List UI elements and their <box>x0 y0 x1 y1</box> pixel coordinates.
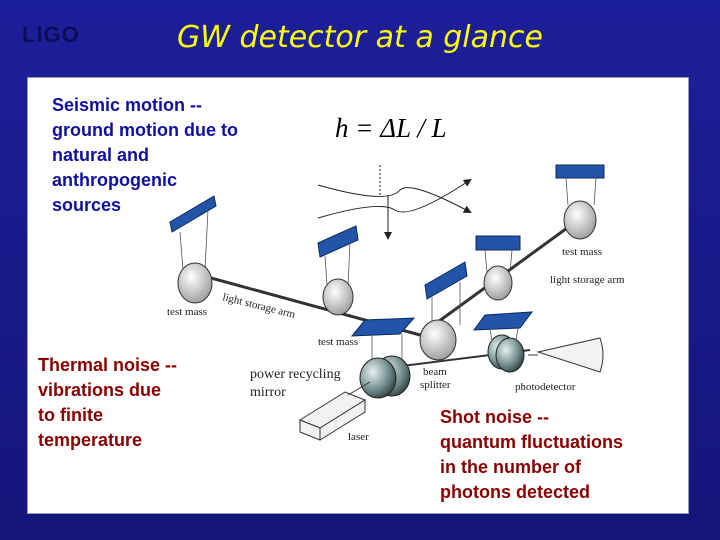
thermal-line-3: to finite <box>38 405 103 425</box>
label-photodetector: photodetector <box>515 381 576 393</box>
seismic-line-5: sources <box>52 195 122 215</box>
recycling-mirror <box>359 357 397 399</box>
photodetector-shape <box>536 337 604 373</box>
gw-arrows <box>317 165 472 240</box>
label-arm-1: light storage arm <box>221 291 297 321</box>
laser-box <box>298 391 367 441</box>
label-arm-2: light storage arm <box>550 274 625 286</box>
shot-line-4: photons detected <box>440 482 591 502</box>
splitter-ball <box>495 337 525 373</box>
label-beam: beam <box>423 366 447 378</box>
shot-line-3: in the number of <box>440 457 581 477</box>
label-splitter: splitter <box>420 379 451 391</box>
thermal-noise-text: Thermal noise -- vibrations due to finit… <box>38 353 177 453</box>
suspension-plates <box>169 164 605 300</box>
label-mirror: mirror <box>250 385 286 400</box>
strain-formula: h = ΔL / L <box>335 113 447 143</box>
shot-line-1: Shot noise -- <box>440 407 549 427</box>
thermal-line-4: temperature <box>38 430 143 450</box>
slide-title: GW detector at a glance <box>177 20 543 55</box>
ligo-logo: LIGO <box>22 22 80 47</box>
thermal-line-1: Thermal noise -- <box>38 355 178 375</box>
label-test-mass-3: test mass <box>562 246 602 258</box>
seismic-line-2: ground motion due to <box>52 120 238 140</box>
seismic-noise-text: Seismic motion -- ground motion due to n… <box>52 93 238 218</box>
label-test-mass-1: test mass <box>167 306 207 318</box>
label-laser: laser <box>348 431 369 443</box>
suspension-wires <box>179 177 597 325</box>
seismic-line-1: Seismic motion -- <box>52 95 203 115</box>
shot-noise-text: Shot noise -- quantum fluctuations in th… <box>440 405 623 505</box>
seismic-line-3: natural and <box>52 145 150 165</box>
label-power-recycling: power recycling <box>250 367 341 382</box>
label-test-mass-2: test mass <box>318 336 358 348</box>
seismic-line-4: anthropogenic <box>52 170 177 190</box>
content-panel <box>27 77 689 514</box>
recycling-plate <box>350 317 416 337</box>
test-mass-mirrors <box>177 200 597 361</box>
thermal-line-2: vibrations due <box>38 380 162 400</box>
shot-line-2: quantum fluctuations <box>440 432 623 452</box>
splitter-plate <box>472 311 534 331</box>
